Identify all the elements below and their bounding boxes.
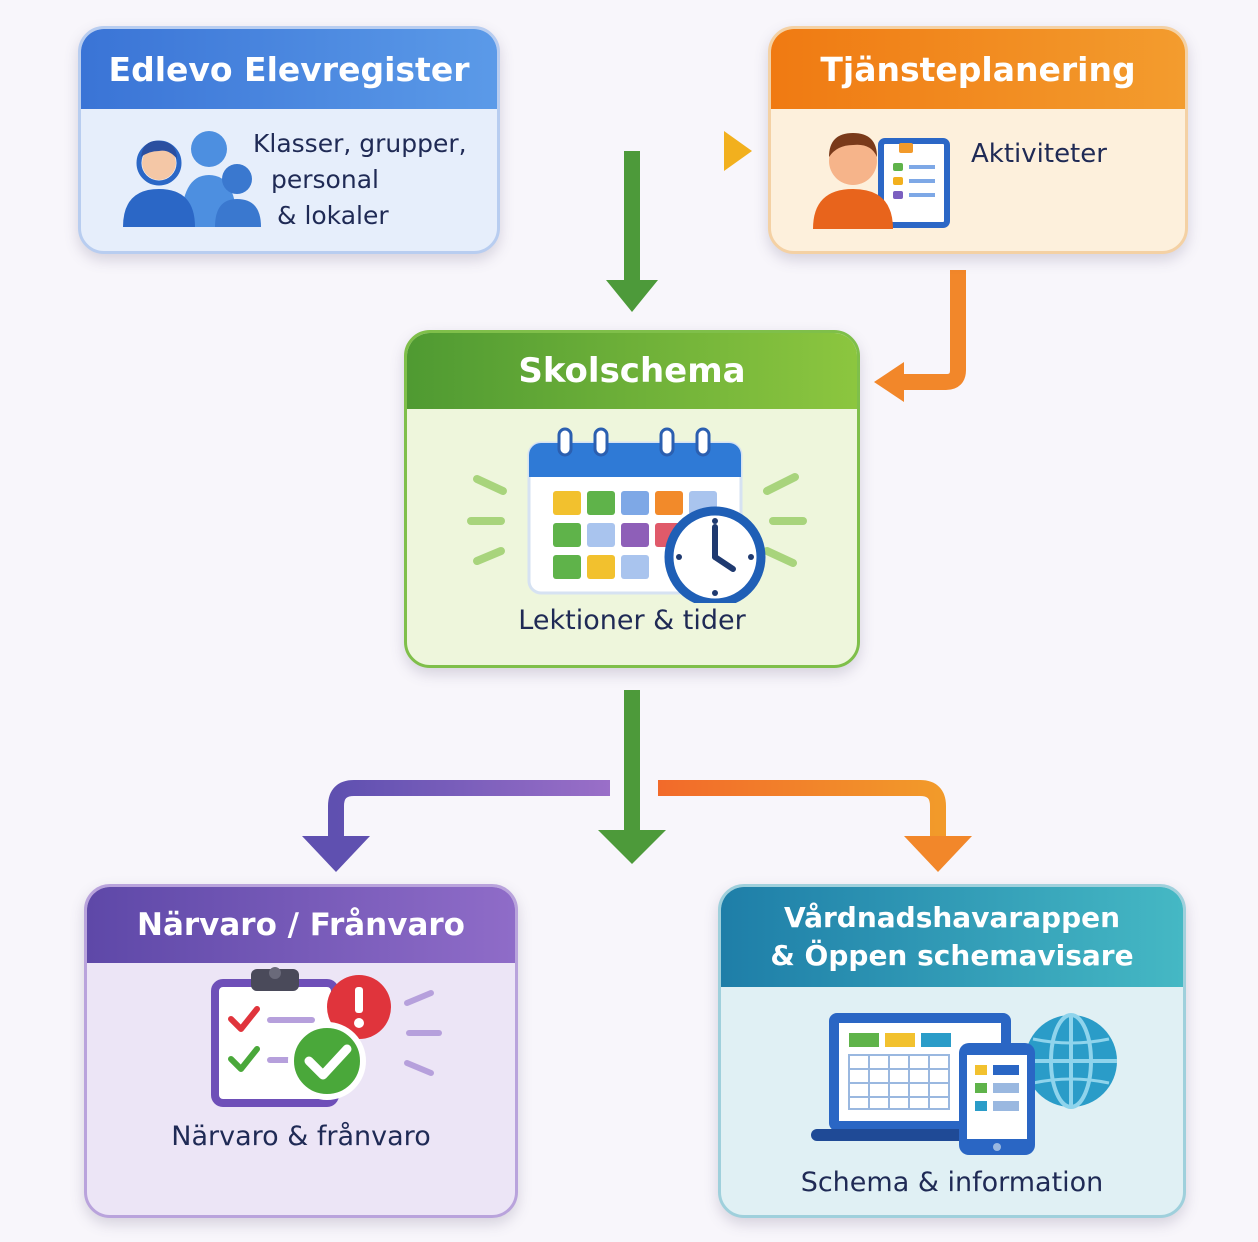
person-with-board-icon [813,133,950,229]
vardnadshavare-title-line-2: & Öppen schemavisare [770,939,1134,972]
people-group-icon [123,131,261,227]
elevregister-line-1: Klasser, grupper, [253,129,467,158]
arrow-head-down [598,830,666,864]
vardnadshavare-card: Vårdnadshavarappen & Öppen schemavisare [718,884,1186,1218]
arrow-head-down [606,280,658,312]
arrow-head-down-purple [302,836,370,872]
vardnadshavare-header: Vårdnadshavarappen & Öppen schemavisare [721,887,1183,987]
arrow-to-narvaro [328,780,610,838]
tjansteplanering-label: Aktiviteter [971,139,1107,169]
narvaro-title: Närvaro / Frånvaro [137,907,465,943]
elevregister-line-3: & lokaler [277,201,389,230]
narvaro-label: Närvaro & frånvaro [171,1121,431,1152]
elevregister-card: Edlevo Elevregister Klasser, grupper, pe… [78,26,500,254]
skolschema-header: Skolschema [407,333,857,409]
vardnadshavare-label: Schema & information [800,1167,1104,1198]
arrow-head-down-orange [904,836,972,872]
elevregister-line-2: personal [271,165,379,194]
tjansteplanering-header: Tjänsteplanering [771,29,1185,109]
skolschema-card: Skolschema [404,330,860,668]
tjansteplanering-card: Tjänsteplanering Aktiviteter [768,26,1188,254]
vardnadshavare-title-line-1: Vårdnadshavarappen [783,901,1121,934]
narvaro-card: Närvaro / Frånvaro Närvaro & frånvaro [84,884,518,1218]
elevregister-title: Edlevo Elevregister [108,49,470,89]
arrow-tjansteplanering-to-skolschema [900,270,966,390]
arrow-to-vardnadshavare [658,780,946,838]
tjansteplanering-title: Tjänsteplanering [820,49,1136,89]
elevregister-header: Edlevo Elevregister [81,29,497,109]
calendar-clock-icon [467,427,807,603]
narvaro-header: Närvaro / Frånvaro [87,887,515,963]
skolschema-label: Lektioner & tider [518,605,746,636]
clipboard-check-icon [211,967,442,1107]
devices-globe-icon [811,1013,1117,1155]
skolschema-title: Skolschema [518,351,746,391]
arrow-head-left [874,362,904,402]
arrow-head-right [724,131,752,171]
